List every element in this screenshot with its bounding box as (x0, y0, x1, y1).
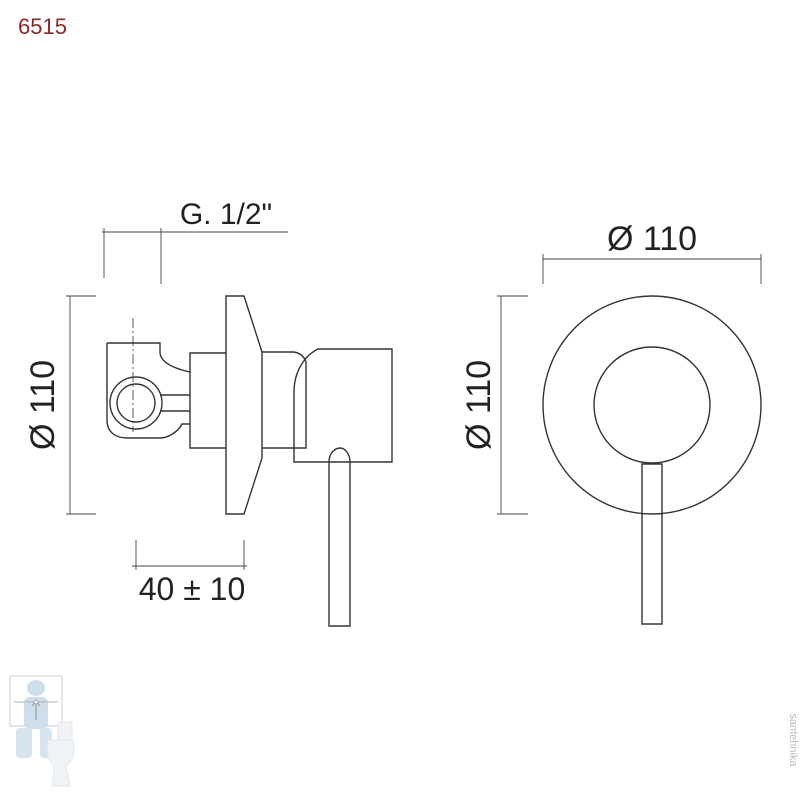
depth-label: 40 ± 10 (139, 571, 246, 607)
side-height-label: Ø 110 (24, 360, 62, 450)
front-height-label: Ø 110 (460, 360, 498, 450)
thread-label: G. 1/2" (180, 198, 272, 231)
front-lever (641, 463, 663, 625)
front-handle-circle (593, 346, 711, 464)
side-view (106, 295, 393, 627)
side-inlet-circle-outer (109, 376, 163, 430)
product-code: 6515 (18, 14, 67, 39)
side-spindle (262, 351, 307, 449)
front-rosette-circle (542, 295, 762, 515)
front-width-label: Ø 110 (607, 220, 697, 258)
front-view (542, 295, 762, 625)
plumber-mascot-icon (9, 675, 75, 787)
front-view-dimensions (497, 254, 762, 515)
side-lever (328, 447, 351, 627)
watermark-text: santehnika (787, 713, 799, 767)
side-valve-body (107, 342, 226, 373)
side-view-dimensions (66, 228, 288, 570)
side-inlet-circle-inner (116, 383, 156, 423)
side-valve-body-bottom (106, 343, 226, 449)
side-lever-housing (293, 348, 393, 463)
side-rosette (225, 295, 263, 515)
